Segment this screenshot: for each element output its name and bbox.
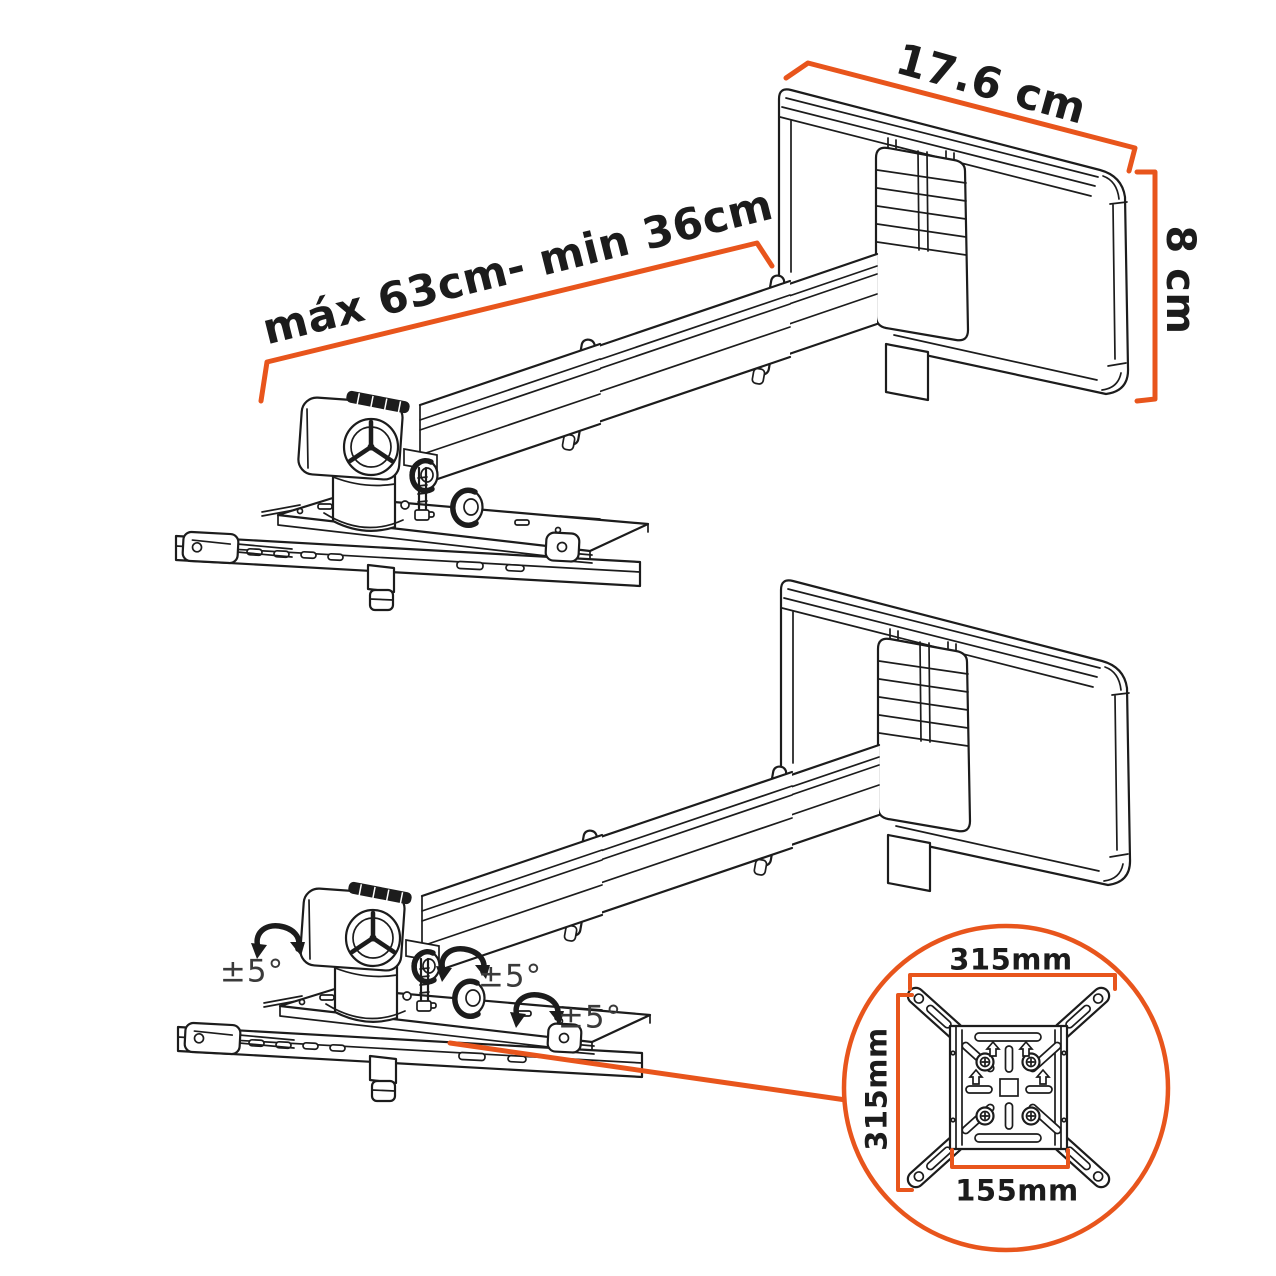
dim-line-width — [783, 60, 1138, 174]
tilt-angle-label-mid: ±5° — [477, 958, 543, 995]
tilt-angle-label-head: ±5° — [219, 953, 285, 990]
plate-height-label: 315mm — [859, 1027, 894, 1151]
detail-circle — [841, 923, 1171, 1253]
spider-plate-detail — [903, 983, 1114, 1192]
dim-line-height — [1134, 169, 1158, 404]
hole-spacing-label: 155mm — [955, 1173, 1079, 1208]
detail-dimension-lines — [896, 973, 1117, 1192]
plate-width-label: 315mm — [949, 942, 1073, 977]
dim-line-hole-spacing — [950, 1148, 1070, 1169]
tilt-angle-label-base: ±5° — [557, 999, 623, 1036]
dimension-height-label: 8 cm — [1157, 225, 1203, 335]
upper-dimension-lines — [258, 60, 1158, 404]
detail-leader-line — [447, 1040, 849, 1103]
dim-line-plate-width — [908, 973, 1117, 991]
dim-line-plate-height — [896, 993, 914, 1192]
dim-line-extension — [258, 240, 775, 404]
